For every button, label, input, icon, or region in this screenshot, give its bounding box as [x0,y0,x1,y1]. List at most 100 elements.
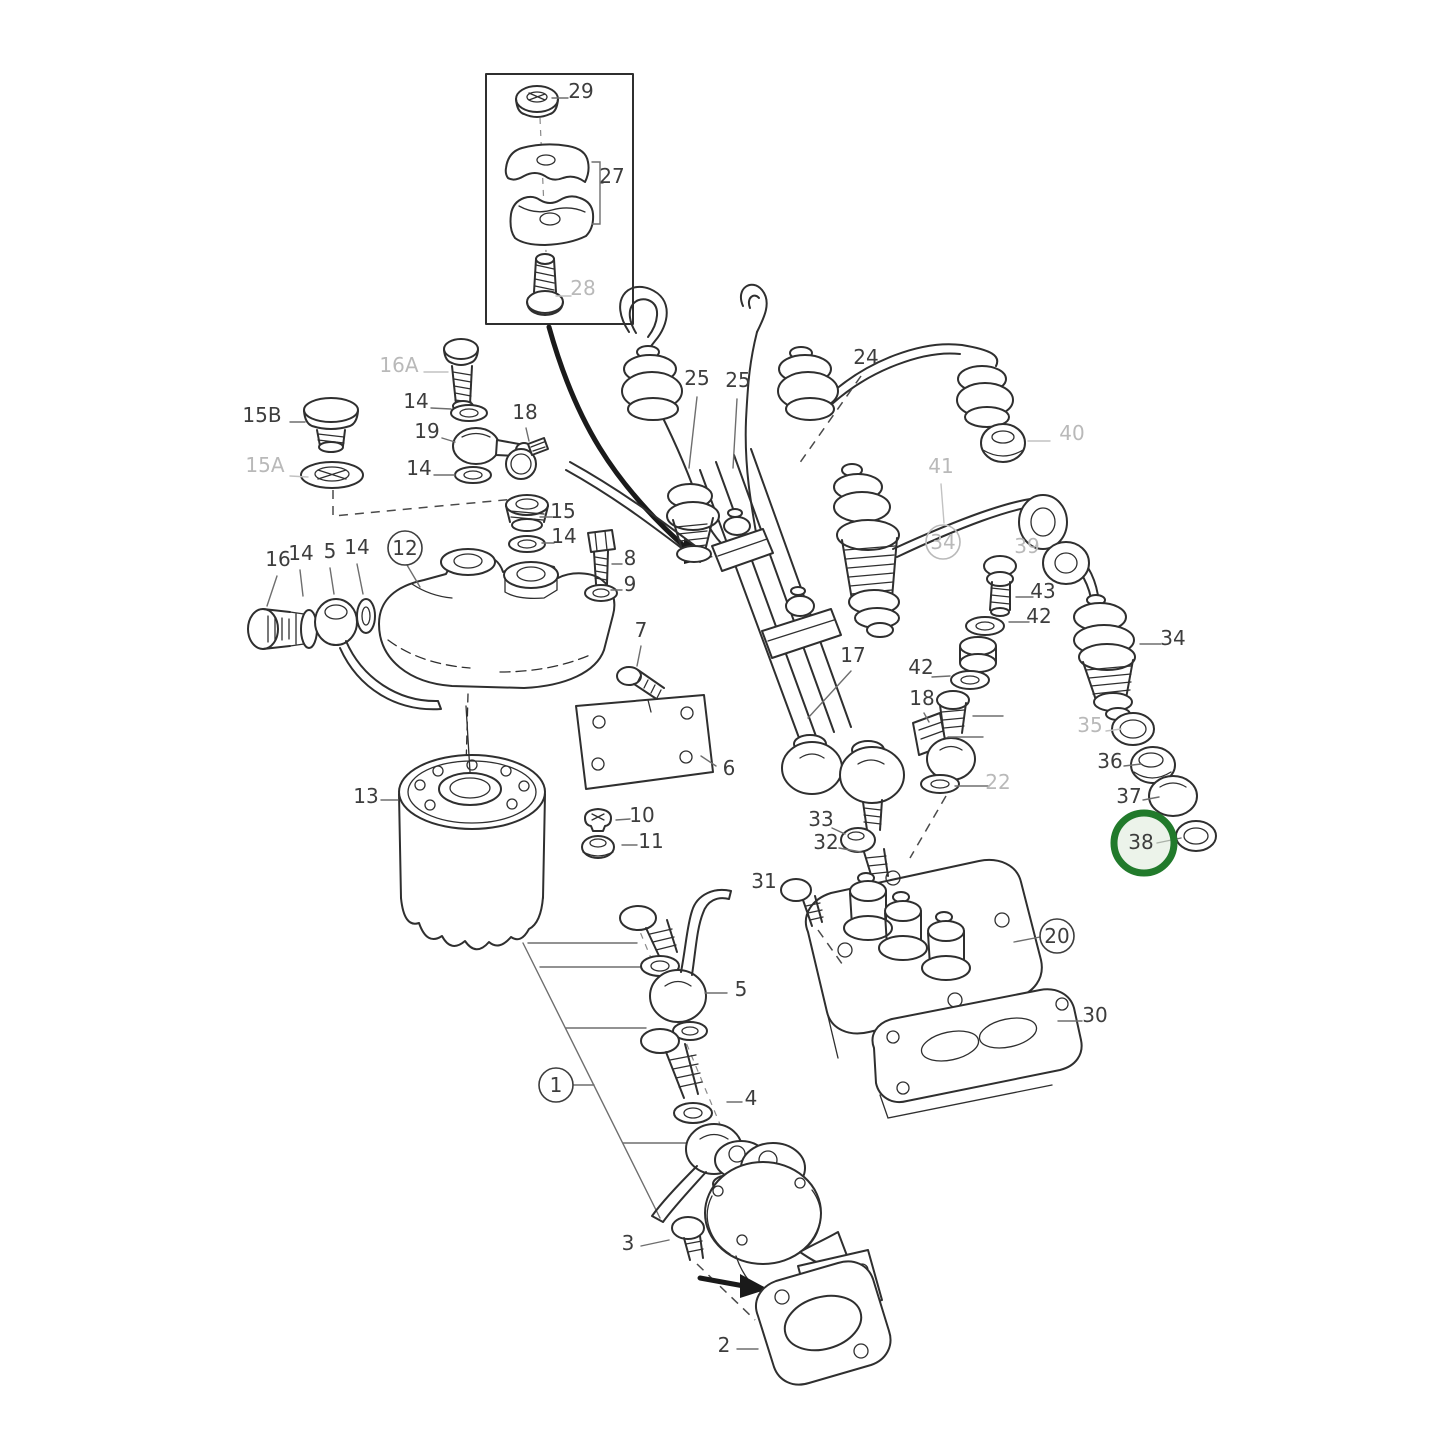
part-label-25[interactable]: 25 [684,366,709,390]
part-label-18[interactable]: 18 [909,686,934,710]
circled-labels-layer: 12 34 20 1 [387,524,1075,1103]
part-label-19[interactable]: 19 [414,419,439,443]
circled-part-label-1[interactable]: 1 [538,1067,574,1103]
part-label-33[interactable]: 33 [808,807,833,831]
banjo-19-part [452,427,533,465]
filter-head-12-part [378,548,616,689]
injector-d-part [833,463,900,638]
part-label-27[interactable]: 27 [599,164,624,188]
leader-lines [266,97,1182,1350]
nipple-part [959,636,997,673]
bolt-8-part [587,529,616,585]
oring-38-part [1175,820,1217,852]
part-label-3[interactable]: 3 [622,1231,635,1255]
part-label-41[interactable]: 41 [928,454,953,478]
washer-14b-part [454,466,492,484]
inlet-banjo-row [247,598,442,711]
nut-40-part [980,423,1026,463]
bolt-31-part [780,878,846,969]
bolt-43-part [983,555,1017,617]
part-label-16A[interactable]: 16A [379,353,418,377]
washer-small-1 [672,1021,708,1041]
part-label-15B[interactable]: 15B [242,403,281,427]
part-label-28[interactable]: 28 [570,276,595,300]
part-label-25[interactable]: 25 [725,368,750,392]
part-label-13[interactable]: 13 [353,784,378,808]
part-label-5[interactable]: 5 [735,977,748,1001]
pump-20-part [804,859,1043,1059]
part-label-15[interactable]: 15 [550,499,575,523]
filter-13-part [398,705,546,951]
injector-c-part [666,483,720,563]
part-label-34[interactable]: 34 [1160,626,1185,650]
bolt-16A-part [443,338,479,412]
highlight-ring-38[interactable] [1110,809,1178,877]
leader-diagonal-1 [522,942,691,1219]
part-label-9[interactable]: 9 [624,572,637,596]
part-label-14[interactable]: 14 [403,389,428,413]
circled-part-label-20[interactable]: 20 [1039,918,1075,954]
part-label-6[interactable]: 6 [723,756,736,780]
part-label-14[interactable]: 14 [344,535,369,559]
banjo-eye-39-part [1018,494,1090,585]
bolt-3-part [671,1216,756,1321]
part-label-42[interactable]: 42 [908,655,933,679]
part-label-32[interactable]: 32 [813,830,838,854]
injector-34-part [1073,594,1136,721]
pipe-clamp-lower-part [761,586,842,659]
part-label-7[interactable]: 7 [635,618,648,642]
banjo-balls-part [781,734,905,831]
washer-15A-part [300,461,364,489]
circled-part-label-12[interactable]: 12 [387,530,423,566]
part-label-43[interactable]: 43 [1030,579,1055,603]
part-label-36[interactable]: 36 [1097,749,1122,773]
screw-7-part [616,666,665,701]
part-label-8[interactable]: 8 [624,546,637,570]
hose-clamp-18-part [505,437,549,480]
part-label-17[interactable]: 17 [840,643,865,667]
bolt-28-part [526,253,564,316]
svg-text:34: 34 [930,530,955,554]
bracket-6-part [575,694,714,790]
part-label-40[interactable]: 40 [1059,421,1084,445]
svg-text:12: 12 [392,536,417,560]
part-label-38[interactable]: 38 [1128,830,1153,854]
part-label-2[interactable]: 2 [718,1333,731,1357]
part-label-5[interactable]: 5 [324,539,337,563]
washer-35-part [1111,712,1155,746]
washer-42b-part [950,670,990,690]
part-label-31[interactable]: 31 [751,869,776,893]
arrow-bottom [697,1274,768,1298]
gasket-2-part [755,1260,892,1386]
part-label-15A[interactable]: 15A [245,453,284,477]
washer-14a-part [450,404,488,422]
svg-text:1: 1 [550,1073,563,1097]
part-label-30[interactable]: 30 [1082,1003,1107,1027]
washer-42a-part [965,616,1005,636]
part-label-14[interactable]: 14 [288,541,313,565]
circled-part-label-34[interactable]: 34 [925,524,961,560]
part-label-29[interactable]: 29 [568,79,593,103]
part-label-16[interactable]: 16 [265,547,290,571]
part-label-14[interactable]: 14 [551,524,576,548]
detail-box [485,73,634,325]
part-label-35[interactable]: 35 [1077,713,1102,737]
part-label-39[interactable]: 39 [1014,534,1039,558]
part-label-10[interactable]: 10 [629,803,654,827]
part-label-4[interactable]: 4 [745,1086,758,1110]
part-label-24[interactable]: 24 [853,345,878,369]
washer-14c-part [508,535,546,553]
part-label-42[interactable]: 42 [1026,604,1051,628]
ball-37-part [1148,775,1198,817]
part-label-22[interactable]: 22 [985,770,1010,794]
gasket-30-part [871,988,1083,1119]
part-label-18[interactable]: 18 [512,400,537,424]
nut-11-part [581,835,615,859]
part-label-14[interactable]: 14 [406,456,431,480]
part-label-37[interactable]: 37 [1116,784,1141,808]
clamp-27-part [504,143,595,246]
part-label-11[interactable]: 11 [638,829,663,853]
union-24-part [956,365,1014,428]
